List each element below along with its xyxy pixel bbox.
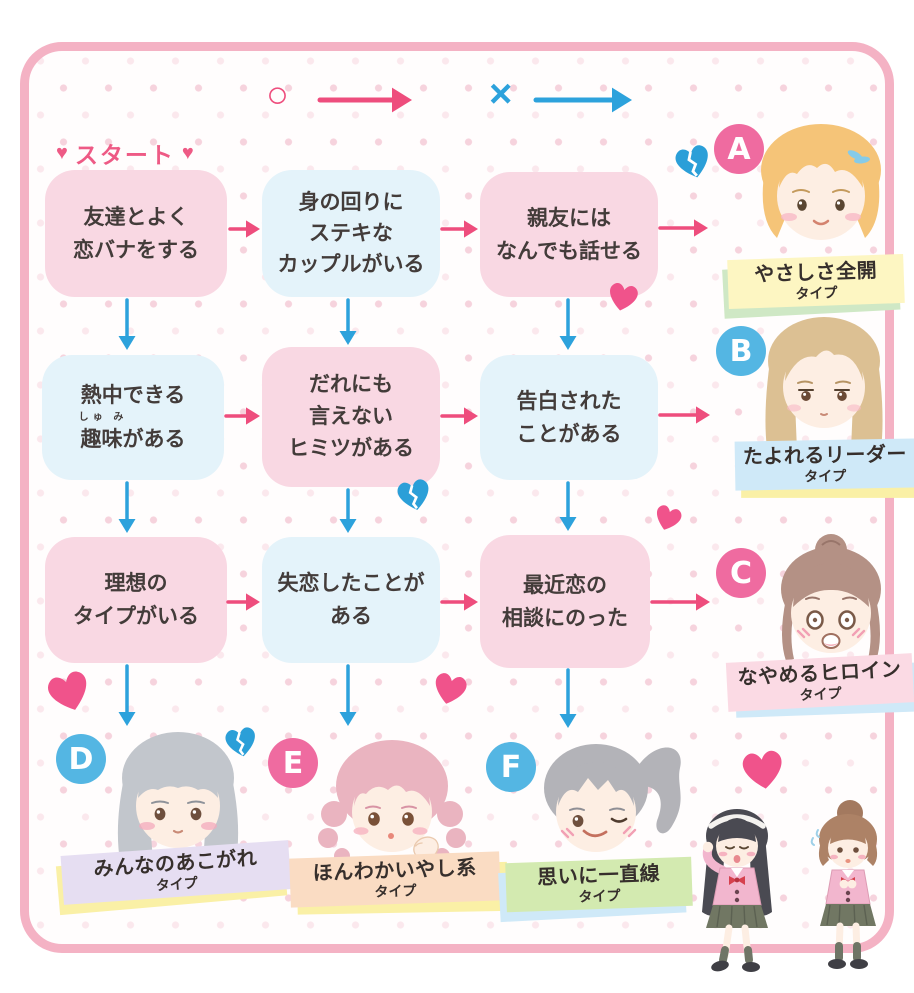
type-name: たよれるリーダー bbox=[742, 443, 908, 469]
girl-long-brown-hair-character-icon bbox=[765, 317, 883, 475]
question-box-4: 熱中できる しゅ み 趣味がある bbox=[42, 355, 224, 480]
type-suffix: タイプ bbox=[804, 467, 847, 485]
heart-icon bbox=[435, 673, 467, 704]
question-box-3: 親友には なんでも話せる bbox=[480, 172, 658, 297]
broken-heart-icon bbox=[225, 727, 255, 757]
result-b: B たよれるリーダー タイプ bbox=[712, 310, 914, 516]
result-c-badge: C bbox=[716, 548, 766, 598]
question-box-5: だれにも 言えない ヒミツがある bbox=[262, 347, 440, 487]
question-line: 熱中できる bbox=[80, 384, 186, 407]
question-box-7: 理想の タイプがいる bbox=[45, 537, 227, 663]
start-label: ♥ スタート ♥ bbox=[56, 136, 194, 170]
result-d: D みんなのあこがれ タイプ bbox=[50, 720, 295, 926]
result-a-badge: A bbox=[714, 124, 764, 174]
result-f-type-label: 思いに一直線 タイプ bbox=[498, 856, 693, 923]
girl-blonde-bob-character-icon bbox=[761, 124, 881, 240]
heart-icon: ♥ bbox=[181, 141, 194, 164]
result-f-badge: F bbox=[486, 742, 536, 792]
furigana-text: しゅ み bbox=[78, 412, 128, 423]
result-e-type-label: ほんわかいやし系 タイプ bbox=[289, 851, 508, 915]
broken-heart-icon bbox=[397, 479, 429, 510]
result-e: E ほんわかいやし系 タイプ bbox=[262, 722, 508, 930]
legend-no-cross-icon: × bbox=[489, 72, 513, 116]
result-f: F 思いに一直線 タイプ bbox=[480, 726, 695, 930]
question-line: 趣味がある bbox=[80, 428, 186, 451]
result-c: C なやめるヒロイン タイプ bbox=[712, 530, 914, 734]
girl-pink-curly-hair-character-icon bbox=[318, 740, 466, 864]
result-b-type-label: たよれるリーダー タイプ bbox=[734, 438, 914, 498]
heart-icon: ♥ bbox=[56, 141, 68, 164]
result-a: A やさしさ全開 タイプ bbox=[710, 116, 912, 319]
result-d-badge: D bbox=[56, 734, 106, 784]
legend-yes-circle-icon: ○ bbox=[266, 74, 289, 116]
question-box-8: 失恋したことが ある bbox=[262, 537, 440, 663]
heart-icon bbox=[48, 671, 87, 710]
question-box-6: 告白された ことがある bbox=[480, 355, 658, 480]
girl-brown-bun-character-icon bbox=[781, 534, 881, 661]
broken-heart-icon bbox=[675, 145, 708, 178]
heart-icon bbox=[657, 505, 682, 530]
question-box-9: 最近恋の 相談にのった bbox=[480, 535, 650, 668]
schoolgirls-duo-illustration bbox=[702, 800, 878, 972]
question-box-1: 友達とよく 恋バナをする bbox=[45, 170, 227, 297]
result-e-badge: E bbox=[268, 738, 318, 788]
result-a-type-label: やさしさ全開 タイプ bbox=[722, 253, 905, 319]
result-c-type-label: なやめるヒロイン タイプ bbox=[725, 653, 914, 718]
start-text: スタート bbox=[74, 142, 175, 168]
heart-icon bbox=[742, 750, 782, 789]
heart-icon bbox=[610, 283, 638, 311]
result-b-badge: B bbox=[716, 326, 766, 376]
girl-gray-ponytail-character-icon bbox=[544, 744, 681, 852]
question-box-2: 身の回りに ステキな カップルがいる bbox=[262, 170, 440, 297]
